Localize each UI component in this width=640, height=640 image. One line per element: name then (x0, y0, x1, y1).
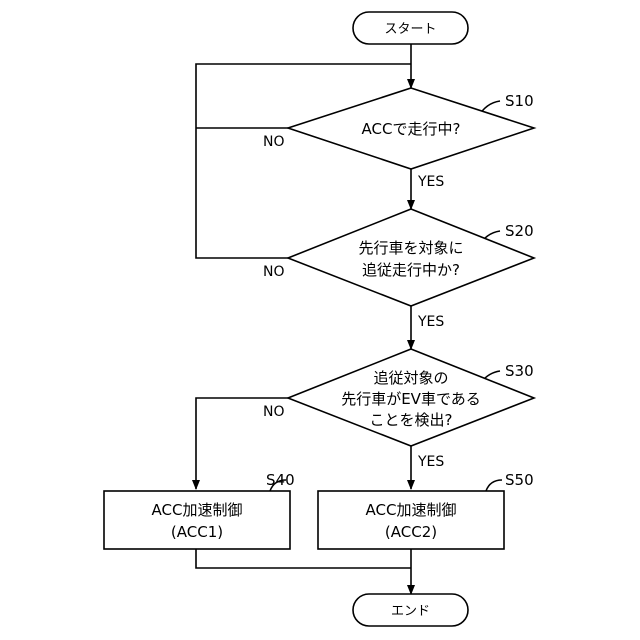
process-s40-text-line2: (ACC1) (171, 523, 223, 541)
decision-s20-text-line1: 先行車を対象に (358, 239, 463, 257)
start-terminal: スタート (353, 12, 468, 44)
s50-leader (486, 480, 502, 491)
decision-s20: 先行車を対象に 追従走行中か? S20 YES NO (263, 209, 534, 330)
step-label-s50: S50 (505, 471, 534, 489)
s40-merge-line (196, 549, 411, 568)
end-label: エンド (391, 604, 430, 619)
process-s50-text-line2: (ACC2) (385, 523, 437, 541)
process-s50-text-line1: ACC加速制御 (366, 501, 457, 519)
decision-s10-text: ACCで走行中? (362, 120, 461, 138)
step-label-s40: S40 (266, 471, 295, 489)
decision-s20-text-line2: 追従走行中か? (362, 261, 460, 279)
s30-no-label: NO (263, 404, 285, 420)
process-s50: ACC加速制御 (ACC2) S50 (318, 471, 534, 549)
process-s40-text-line1: ACC加速制御 (152, 501, 243, 519)
s30-yes-label: YES (417, 454, 444, 470)
decision-s20-shape (288, 209, 534, 306)
end-terminal: エンド (353, 594, 468, 626)
s10-yes-label: YES (417, 174, 444, 190)
step-label-s30: S30 (505, 362, 534, 380)
start-label: スタート (384, 22, 436, 37)
decision-s30-text-line2: 先行車がEV車である (341, 390, 481, 408)
decision-s30: 追従対象の 先行車がEV車である ことを検出? S30 YES NO (263, 349, 534, 470)
s20-yes-label: YES (417, 314, 444, 330)
step-label-s10: S10 (505, 92, 534, 110)
s10-no-label: NO (263, 134, 285, 150)
step-label-s20: S20 (505, 222, 534, 240)
s20-no-label: NO (263, 264, 285, 280)
decision-s30-text-line1: 追従対象の (373, 369, 448, 387)
decision-s30-text-line3: ことを検出? (370, 411, 453, 429)
process-s40: ACC加速制御 (ACC1) S40 (104, 471, 295, 549)
